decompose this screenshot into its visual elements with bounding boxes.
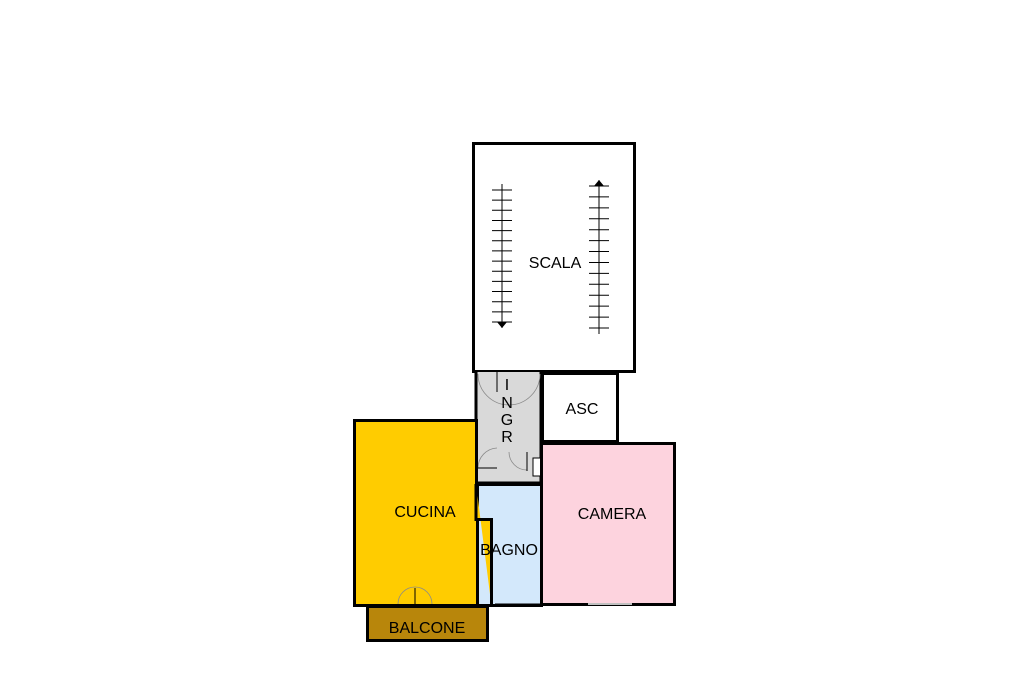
room-bagno-label: BAGNO (480, 542, 538, 559)
room-cucina: CUCINA (353, 419, 493, 607)
room-cucina-label: CUCINA (394, 504, 456, 521)
room-scala-label: SCALA (529, 255, 582, 272)
ingresso-label-letter-1: I (505, 377, 509, 394)
arrow-down-icon (497, 322, 507, 328)
ingresso-label-letter-3: G (501, 412, 513, 429)
room-balcone-area (366, 605, 489, 642)
ingresso-label-letter-2: N (501, 395, 513, 412)
stair-flight-up (589, 180, 609, 334)
room-camera-label: CAMERA (578, 506, 647, 523)
room-camera-area (540, 442, 676, 606)
room-ingresso-area (476, 372, 540, 483)
room-balcone: BALCONE (366, 605, 489, 642)
room-scala-area (472, 142, 636, 373)
room-asc-label: ASC (566, 401, 599, 418)
room-ingresso: I N G R (474, 371, 543, 485)
arrow-up-icon (594, 180, 604, 186)
room-camera: CAMERA (540, 442, 676, 606)
stair-flight-down (492, 184, 512, 328)
room-balcone-label: BALCONE (389, 620, 465, 637)
room-bagno: BAGNO (474, 483, 543, 607)
room-scala: SCALA (472, 142, 636, 373)
room-asc: ASC (541, 372, 619, 443)
room-asc-area (541, 372, 619, 443)
ingresso-label-letter-4: R (501, 429, 513, 446)
